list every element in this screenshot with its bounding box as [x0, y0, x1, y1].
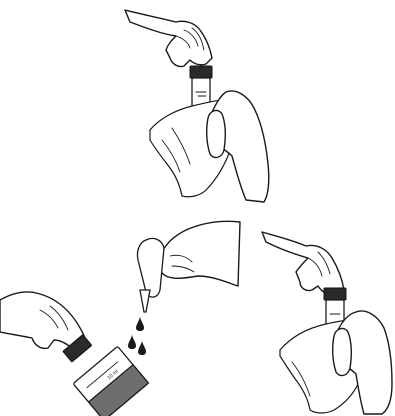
- vial-cap-top: [190, 66, 212, 78]
- step-wipe-vial-top: [125, 10, 269, 202]
- upper-hand-right: [262, 232, 344, 295]
- step-add-reagent-drops: [128, 221, 240, 355]
- thumb-right: [333, 329, 352, 376]
- step-wipe-vial-right: [262, 232, 392, 414]
- step-vial-with-liquid: 10 ml: [0, 292, 148, 416]
- drop-2: [128, 334, 136, 349]
- thumb-top: [207, 111, 226, 158]
- drop-1: [136, 316, 144, 331]
- vial-cap-right: [324, 288, 346, 300]
- upper-hand-top: [125, 10, 212, 67]
- dropper-bottle: [137, 238, 164, 297]
- dropper-tip: [140, 290, 150, 312]
- drop-3: [138, 340, 146, 355]
- dropper-hand: [159, 221, 240, 286]
